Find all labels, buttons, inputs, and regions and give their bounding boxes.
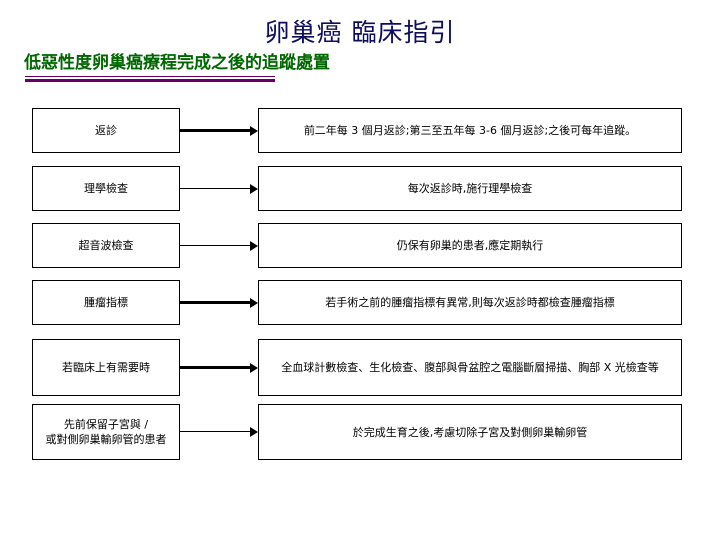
- arrow-shaft-5: [180, 366, 250, 369]
- arrow-right-icon-1: [180, 126, 258, 136]
- arrow-right-icon-3: [180, 241, 258, 251]
- flow-item-label-1: 返診: [95, 124, 117, 137]
- arrow-head-3: [250, 241, 258, 251]
- flow-detail-label-4: 若手術之前的腫瘤指標有異常,則每次返診時都檢查腫瘤指標: [325, 296, 615, 309]
- flow-detail-label-1: 前二年每 3 個月返診;第三至五年每 3-6 個月返診;之後可每年追蹤。: [303, 124, 637, 137]
- arrow-head-6: [250, 427, 258, 437]
- flow-detail-box-6[interactable]: 於完成生育之後,考慮切除子宮及對側卵巢輸卵管: [258, 404, 682, 460]
- flow-detail-label-6: 於完成生育之後,考慮切除子宮及對側卵巢輸卵管: [352, 425, 588, 439]
- arrow-shaft-1: [180, 129, 250, 132]
- flow-detail-label-3: 仍保有卵巢的患者,應定期執行: [396, 239, 544, 252]
- arrow-right-icon-5: [180, 363, 258, 373]
- flow-item-box-2[interactable]: 理學檢查: [32, 166, 180, 211]
- arrow-head-2: [250, 184, 258, 194]
- arrow-shaft-2: [180, 188, 250, 189]
- arrow-head-4: [250, 298, 258, 308]
- flow-detail-box-5[interactable]: 全血球計數檢查、生化檢查、腹部與骨盆腔之電腦斷層掃描、胸部 X 光檢查等: [258, 339, 682, 396]
- flow-item-label-6-line1: 先前保留子宮與 /: [63, 418, 149, 431]
- rule-line-thick: [25, 79, 275, 82]
- arrow-shaft-4: [180, 301, 250, 304]
- flow-detail-box-2[interactable]: 每次返診時,施行理學檢查: [258, 166, 682, 211]
- arrow-right-icon-6: [180, 427, 258, 437]
- flow-item-label-6: 先前保留子宮與 / 或對側卵巢輸卵管的患者: [42, 417, 171, 447]
- flow-detail-label-5: 全血球計數檢查、生化檢查、腹部與骨盆腔之電腦斷層掃描、胸部 X 光檢查等: [281, 361, 659, 374]
- subtitle-double-rule: [25, 76, 275, 82]
- flow-item-label-4: 腫瘤指標: [84, 296, 128, 309]
- arrow-shaft-6: [180, 431, 250, 432]
- flow-item-box-3[interactable]: 超音波檢查: [32, 223, 180, 268]
- arrow-right-icon-4: [180, 298, 258, 308]
- rule-line-thin: [25, 76, 275, 77]
- flow-item-box-4[interactable]: 腫瘤指標: [32, 280, 180, 325]
- arrow-right-icon-2: [180, 184, 258, 194]
- page-title: 卵巢癌 臨床指引: [264, 18, 456, 47]
- flow-item-box-5[interactable]: 若臨床上有需要時: [32, 339, 180, 396]
- flow-item-label-6-line2: 或對側卵巢輸卵管的患者: [45, 433, 167, 446]
- flow-item-label-2: 理學檢查: [84, 182, 128, 195]
- arrow-shaft-3: [180, 245, 250, 246]
- arrow-head-1: [250, 126, 258, 136]
- flow-detail-box-3[interactable]: 仍保有卵巢的患者,應定期執行: [258, 223, 682, 268]
- flow-detail-box-4[interactable]: 若手術之前的腫瘤指標有異常,則每次返診時都檢查腫瘤指標: [258, 280, 682, 325]
- flow-item-label-5: 若臨床上有需要時: [62, 361, 150, 374]
- flow-detail-label-2: 每次返診時,施行理學檢查: [407, 182, 533, 195]
- flow-item-label-3: 超音波檢查: [78, 239, 134, 252]
- page-subtitle: 低惡性度卵巢癌療程完成之後的追蹤處置: [24, 53, 330, 73]
- flow-item-box-1[interactable]: 返診: [32, 108, 180, 153]
- arrow-head-5: [250, 363, 258, 373]
- flow-detail-box-1[interactable]: 前二年每 3 個月返診;第三至五年每 3-6 個月返診;之後可每年追蹤。: [258, 108, 682, 153]
- flow-item-box-6[interactable]: 先前保留子宮與 / 或對側卵巢輸卵管的患者: [32, 404, 180, 460]
